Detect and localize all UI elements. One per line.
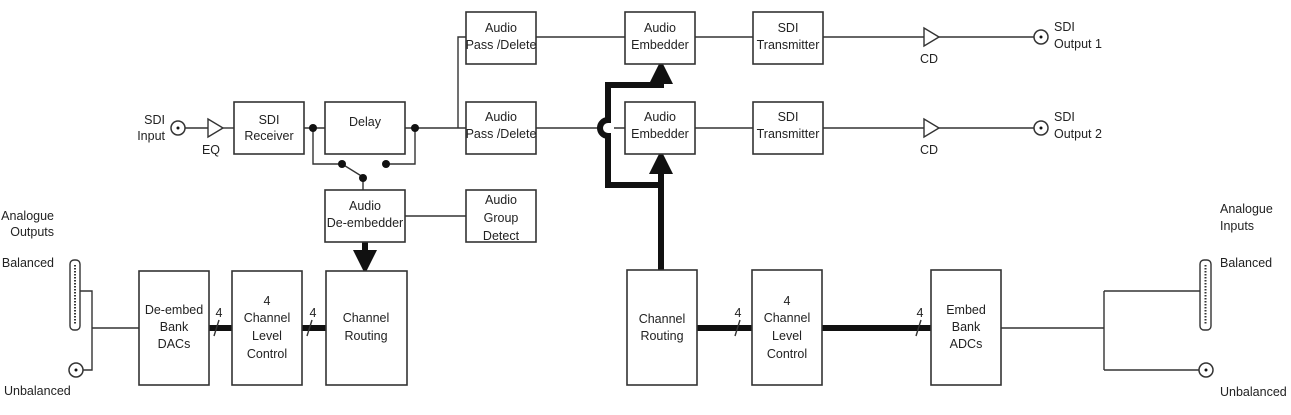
- cd-driver-1: CD: [920, 26, 941, 66]
- block-label: Pass /Delete: [466, 38, 537, 52]
- eq-label: EQ: [202, 143, 220, 157]
- block-label: Routing: [640, 329, 683, 343]
- block-audio-group-detect: Audio Group Detect: [465, 189, 537, 243]
- block-label: Outputs: [10, 225, 54, 239]
- block-label: Control: [247, 347, 287, 361]
- d-sub-connector-icon: [1199, 259, 1212, 331]
- block-label: CD: [920, 52, 938, 66]
- block-label: Receiver: [244, 129, 293, 143]
- block-label: Group: [484, 211, 519, 225]
- block-label: Embedder: [631, 127, 689, 141]
- sdi-input-label: Input: [137, 129, 165, 143]
- amplifier-triangle-icon: [207, 117, 225, 139]
- block-label: DACs: [158, 337, 191, 351]
- block-label: Balanced: [2, 256, 54, 270]
- block-label: ADCs: [950, 337, 983, 351]
- sdi-output-1-connector: SDI Output 1: [1033, 20, 1102, 51]
- block-label: Output 2: [1054, 127, 1102, 141]
- block-label: Channel: [244, 311, 291, 325]
- block-audio-embedder-2: Audio Embedder: [624, 101, 696, 155]
- block-channel-routing-left: Channel Routing: [325, 270, 408, 386]
- block-label: SDI: [778, 21, 799, 35]
- block-label: Bank: [952, 320, 981, 334]
- block-label: Bank: [160, 320, 189, 334]
- block-audio-pass-delete-2: Audio Pass /Delete: [465, 101, 537, 155]
- block-level-control-right: 4 Channel Level Control: [751, 269, 823, 386]
- d-sub-connector-icon: [69, 259, 81, 331]
- block-label: Channel: [343, 311, 390, 325]
- block-label: 4: [784, 294, 791, 308]
- block-label: Delay: [349, 115, 382, 129]
- bus-width-label: 4: [310, 306, 317, 320]
- block-audio-embedder-1: Audio Embedder: [624, 11, 696, 65]
- block-channel-routing-right: Channel Routing: [626, 269, 698, 386]
- block-label: Audio: [485, 21, 517, 35]
- block-label: De-embed: [145, 303, 203, 317]
- block-label: Embed: [946, 303, 986, 317]
- block-label: De-embedder: [327, 216, 403, 230]
- block-label: Analogue: [1220, 202, 1273, 216]
- amplifier-triangle-icon: [923, 26, 941, 48]
- block-label: Analogue: [1, 209, 54, 223]
- block-delay: Delay: [324, 101, 406, 155]
- block-label: Audio: [644, 110, 676, 124]
- sdi-input-label: SDI: [144, 113, 165, 127]
- switch-contact-dot: [382, 160, 390, 168]
- bus-width-label: 4: [917, 306, 924, 320]
- junction-dots: [309, 124, 419, 182]
- block-label: Audio: [485, 110, 517, 124]
- bus-width-label: 4: [735, 306, 742, 320]
- block-sdi-transmitter-2: SDI Transmitter: [752, 101, 824, 155]
- switch-contact-dot: [338, 160, 346, 168]
- cd-driver-2: CD: [920, 117, 941, 157]
- block-sdi-transmitter-1: SDI Transmitter: [752, 11, 824, 65]
- block-label: Channel: [639, 312, 686, 326]
- block-label: SDI: [259, 113, 280, 127]
- block-label: SDI: [778, 110, 799, 124]
- eq-amplifier: EQ: [202, 117, 225, 157]
- sdi-output-2-connector: SDI Output 2: [1033, 110, 1102, 141]
- block-label: Pass /Delete: [466, 127, 537, 141]
- block-label: Transmitter: [757, 38, 820, 52]
- block-level-control-left: 4 Channel Level Control: [231, 270, 303, 386]
- block-embed-bank-adcs: Embed Bank ADCs: [930, 269, 1002, 386]
- block-label: Output 1: [1054, 37, 1102, 51]
- block-audio-pass-delete-1: Audio Pass /Delete: [465, 11, 537, 65]
- block-label: Balanced: [1220, 256, 1272, 270]
- block-label: Unbalanced: [4, 384, 71, 398]
- block-label: Detect: [483, 229, 520, 243]
- block-label: 4: [264, 294, 271, 308]
- bus-width-label: 4: [216, 306, 223, 320]
- block-label: Control: [767, 347, 807, 361]
- block-label: Level: [252, 329, 282, 343]
- block-label: Transmitter: [757, 127, 820, 141]
- block-sdi-receiver: SDI Receiver: [233, 101, 305, 155]
- block-audio-deembedder: Audio De-embedder: [324, 189, 406, 243]
- block-label: Inputs: [1220, 219, 1254, 233]
- block-label: Routing: [344, 329, 387, 343]
- amplifier-triangle-icon: [923, 117, 941, 139]
- block-label: Audio: [644, 21, 676, 35]
- block-label: Level: [772, 329, 802, 343]
- block-label: Audio: [485, 193, 517, 207]
- analogue-outputs: Analogue Outputs Balanced Unbalanced: [1, 209, 84, 398]
- block-deembed-bank-dacs: De-embed Bank DACs: [138, 270, 210, 386]
- block-label: Channel: [764, 311, 811, 325]
- block-label: SDI: [1054, 20, 1075, 34]
- block-label: Embedder: [631, 38, 689, 52]
- audio-buses: 4 4 4 4: [209, 60, 931, 337]
- switch-wiper-dot: [359, 174, 367, 182]
- analogue-inputs: Analogue Inputs Balanced Unbalanced: [1198, 202, 1287, 399]
- block-label: Audio: [349, 199, 381, 213]
- sdi-input-connector: SDI Input: [137, 113, 186, 143]
- block-label: SDI: [1054, 110, 1075, 124]
- block-label: Unbalanced: [1220, 385, 1287, 399]
- signal-wires: [80, 36, 1200, 371]
- block-label: CD: [920, 143, 938, 157]
